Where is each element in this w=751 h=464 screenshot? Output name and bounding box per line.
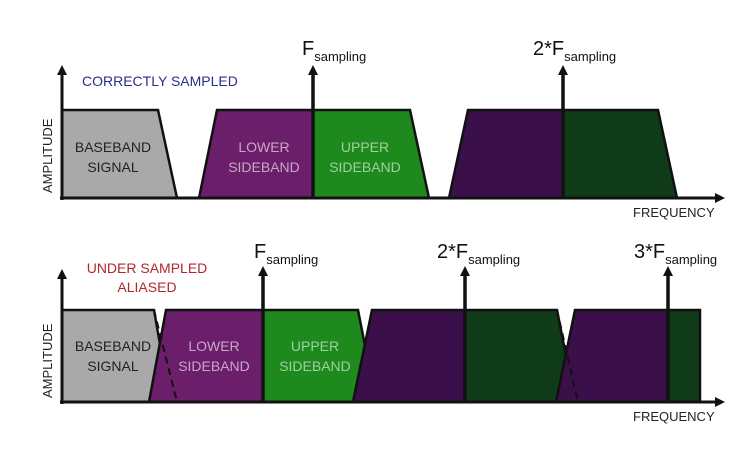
baseband-label-line1: BASEBAND xyxy=(75,139,151,155)
title-aliased: ALIASED xyxy=(117,279,176,295)
fs-label-aliased: Fsampling xyxy=(254,241,318,267)
lower-sideband-shape-aliased xyxy=(147,308,265,404)
fs-label: Fsampling xyxy=(302,38,366,64)
upper-sideband-label-line2: SIDEBAND xyxy=(329,159,401,175)
upper-sideband-label-line1-aliased: UPPER xyxy=(291,338,339,354)
x-axis-label-bottom: FREQUENCY xyxy=(633,409,715,424)
image-lower-shape xyxy=(447,108,565,200)
overlap-dash-4 xyxy=(556,309,579,403)
baseband-label-line2: SIGNAL xyxy=(87,159,139,175)
image-upper-shape xyxy=(561,108,679,200)
lower-sideband-label-line2: SIDEBAND xyxy=(228,159,300,175)
overlap-dash-1 xyxy=(153,309,178,403)
3fs-label-aliased: 3*Fsampling xyxy=(634,241,717,267)
image3-upper-shape xyxy=(666,308,702,404)
baseband-label-line1-aliased: BASEBAND xyxy=(75,338,151,354)
x-axis-label-top: FREQUENCY xyxy=(633,205,715,220)
lower-sideband-label-line2-aliased: SIDEBAND xyxy=(178,358,250,374)
overlap-dash-2 xyxy=(148,309,167,403)
y-axis-label-top: AMPLITUDE xyxy=(40,118,55,193)
title-correctly-sampled: CORRECTLY SAMPLED xyxy=(82,73,238,89)
lower-sideband-label-line1-aliased: LOWER xyxy=(188,338,239,354)
upper-sideband-label-line1: UPPER xyxy=(341,139,389,155)
2fs-label-aliased: 2*Fsampling xyxy=(437,241,520,267)
lower-sideband-label-line1: LOWER xyxy=(238,139,289,155)
y-axis-label-bottom: AMPLITUDE xyxy=(40,323,55,398)
baseband-label-line2-aliased: SIGNAL xyxy=(87,358,139,374)
title-under-sampled: UNDER SAMPLED xyxy=(87,260,208,276)
panel-under-sampled: UNDER SAMPLED ALIASED AMPLITUDE FREQUENC… xyxy=(40,241,725,424)
upper-sideband-label-line2-aliased: SIDEBAND xyxy=(279,358,351,374)
panel-correctly-sampled: CORRECTLY SAMPLED AMPLITUDE FREQUENCY BA… xyxy=(40,38,725,220)
overlap-dash-3 xyxy=(352,309,373,403)
image3-lower-shape xyxy=(554,308,670,404)
2fs-label: 2*Fsampling xyxy=(533,38,616,64)
